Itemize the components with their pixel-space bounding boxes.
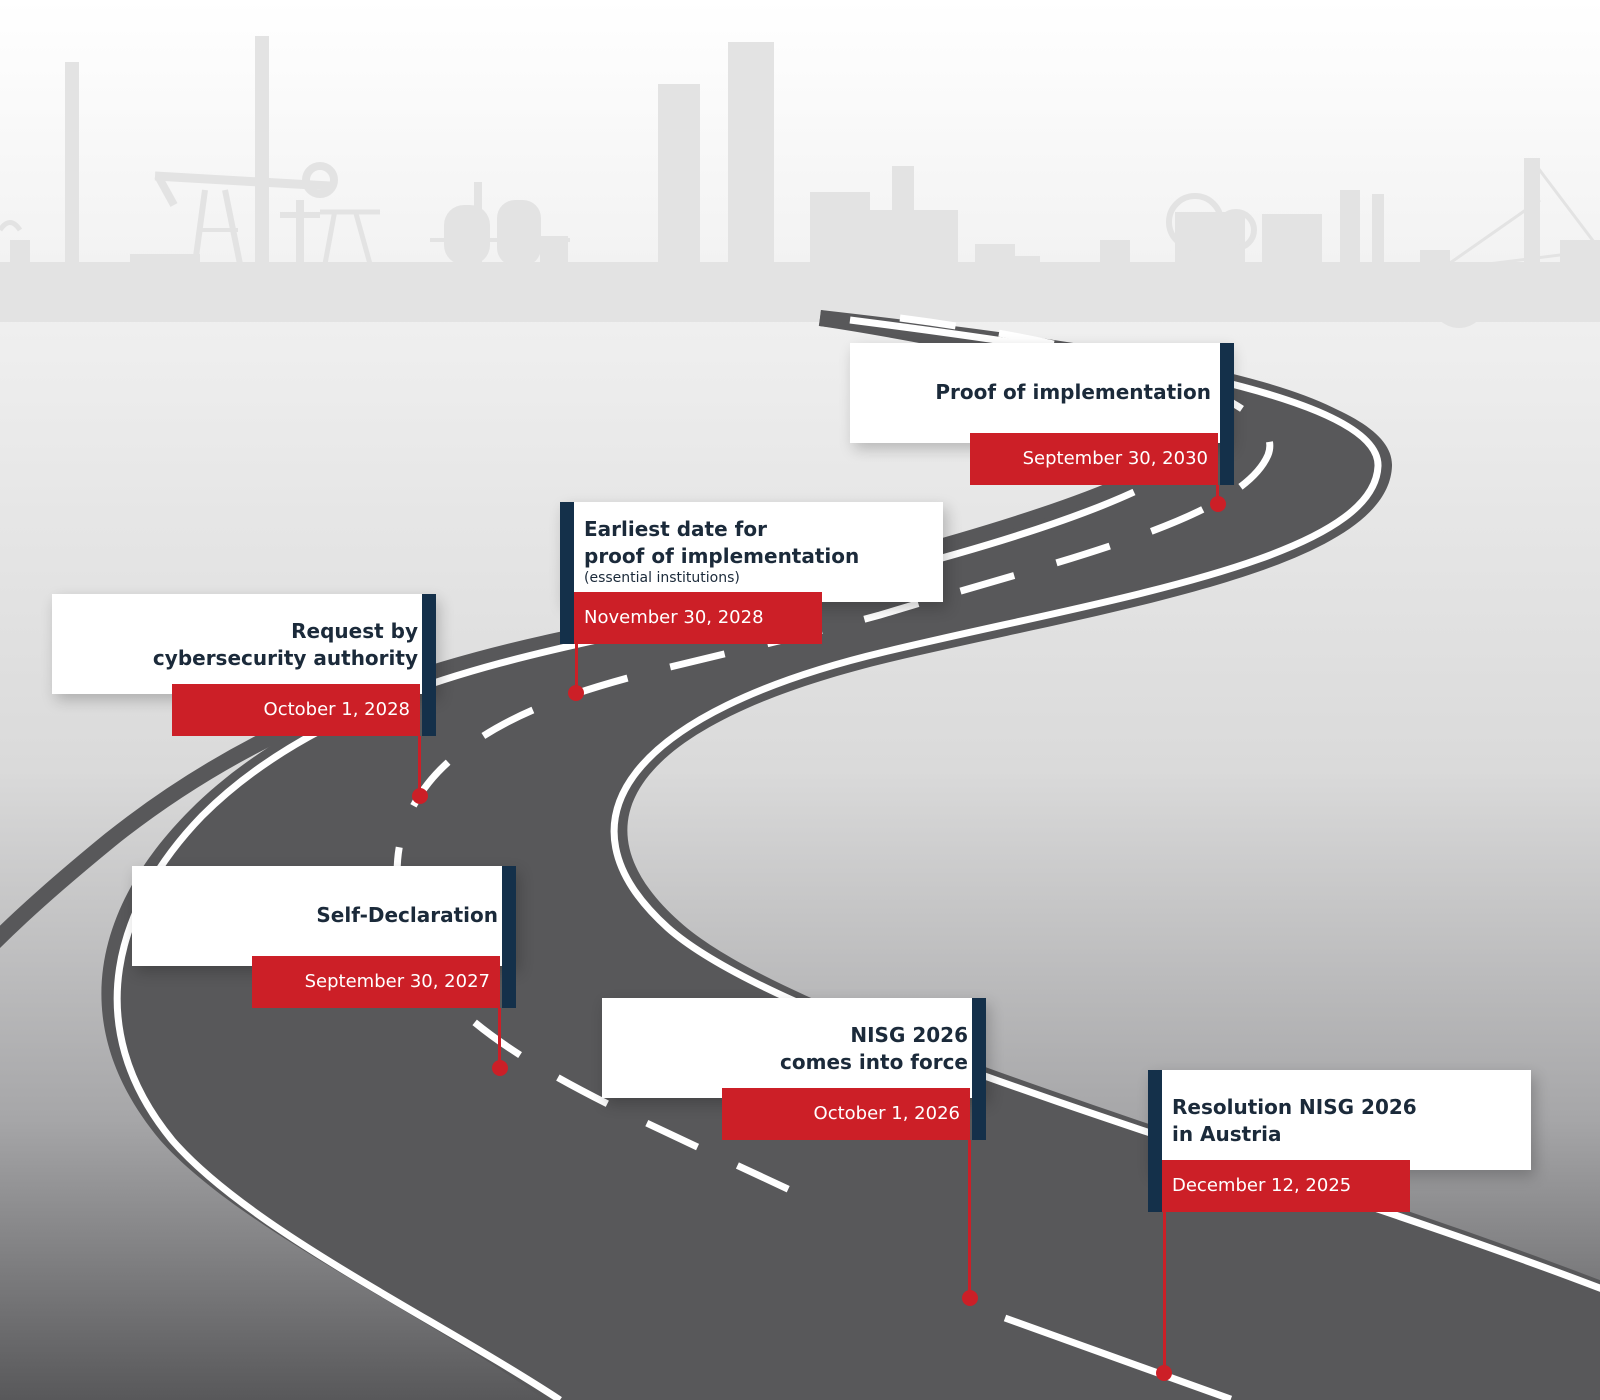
milestone-title: NISG 2026 comes into force bbox=[780, 1023, 968, 1074]
milestone-title: Self-Declaration bbox=[316, 903, 498, 927]
milestone-subtitle: (essential institutions) bbox=[584, 570, 740, 586]
milestone-date: September 30, 2030 bbox=[970, 433, 1218, 485]
milestone-card bbox=[560, 502, 943, 602]
milestone-card bbox=[132, 866, 515, 966]
milestone-dot bbox=[412, 788, 428, 804]
milestone-flag: Earliest date for proof of implementatio… bbox=[560, 502, 950, 712]
milestone-date: November 30, 2028 bbox=[574, 592, 822, 644]
milestone-dot bbox=[1210, 496, 1226, 512]
flag-stem bbox=[1163, 1212, 1166, 1368]
flag-stem bbox=[968, 1140, 971, 1294]
flag-stem bbox=[418, 736, 421, 792]
flag-stem bbox=[575, 644, 578, 688]
milestone-title: Request by cybersecurity authority bbox=[152, 619, 418, 670]
flag-stem bbox=[1216, 485, 1219, 499]
flag-pole bbox=[422, 594, 436, 736]
milestone-dot bbox=[962, 1290, 978, 1306]
milestone-flag: Self-Declaration September 30, 2027 bbox=[132, 866, 522, 1086]
milestone-card bbox=[1148, 1070, 1531, 1170]
flag-pole bbox=[972, 998, 986, 1140]
road-surface bbox=[101, 312, 1600, 1400]
milestone-card bbox=[602, 998, 985, 1098]
milestone-flag: Request by cybersecurity authority Octob… bbox=[52, 594, 442, 814]
milestone-dot bbox=[492, 1060, 508, 1076]
milestone-flag: Resolution NISG 2026 in Austria December… bbox=[1148, 1070, 1538, 1388]
road-center-dashes bbox=[393, 314, 1274, 1400]
milestone-title: Proof of implementation bbox=[935, 380, 1211, 404]
milestone-date: December 12, 2025 bbox=[1162, 1160, 1410, 1212]
milestone-title: Earliest date for proof of implementatio… bbox=[584, 517, 860, 568]
milestone-dot bbox=[568, 685, 584, 701]
milestone-card bbox=[52, 594, 435, 694]
milestone-date: September 30, 2027 bbox=[252, 956, 500, 1008]
milestone-card bbox=[850, 343, 1228, 443]
milestone-title: Resolution NISG 2026 in Austria bbox=[1172, 1095, 1417, 1146]
flag-stem bbox=[498, 1008, 501, 1064]
milestone-date: October 1, 2028 bbox=[172, 684, 420, 736]
flag-pole bbox=[560, 502, 574, 644]
flag-pole bbox=[502, 866, 516, 1008]
milestone-flag: Proof of implementation September 30, 20… bbox=[850, 343, 1235, 515]
flag-pole bbox=[1220, 343, 1234, 485]
milestone-date: October 1, 2026 bbox=[722, 1088, 970, 1140]
flag-pole bbox=[1148, 1070, 1162, 1212]
milestone-dot bbox=[1156, 1365, 1172, 1381]
industrial-skyline bbox=[0, 36, 1600, 328]
milestone-flag: NISG 2026 comes into force October 1, 20… bbox=[602, 998, 992, 1318]
